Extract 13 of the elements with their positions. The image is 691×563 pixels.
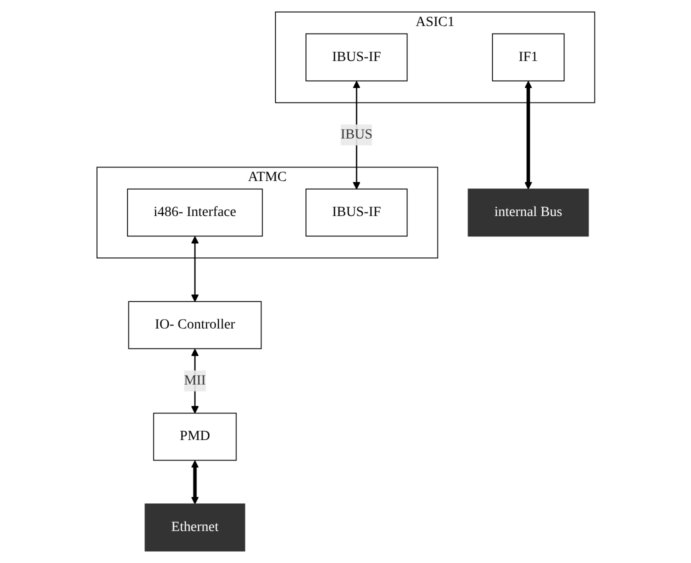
arrow: [190, 236, 198, 302]
node-box: internal Bus: [467, 188, 588, 237]
node-box: PMD: [152, 412, 236, 461]
arrow: [524, 80, 532, 190]
node-box: i486- Interface: [126, 188, 262, 237]
edge-label: IBUS: [340, 127, 372, 142]
node-box: IBUS-IF: [305, 33, 408, 82]
edge-label: MII: [184, 373, 206, 388]
node-box: IBUS-IF: [305, 188, 408, 237]
node-box: IF1: [492, 33, 564, 82]
arrow: [190, 460, 198, 504]
node-box: IO- Controller: [128, 301, 262, 350]
node-box: Ethernet: [144, 503, 245, 552]
